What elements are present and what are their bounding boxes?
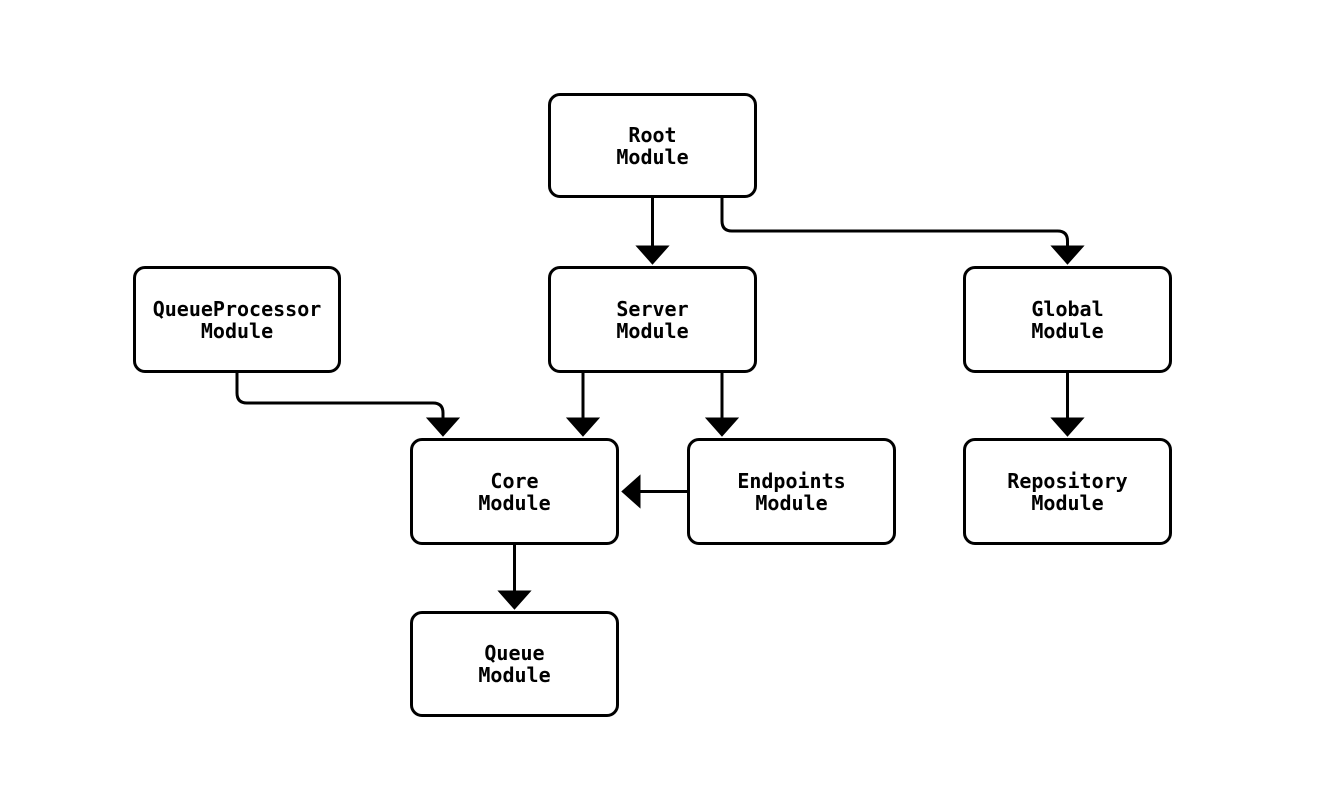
edge-global-to-repository xyxy=(1050,373,1085,437)
node-server-subtitle: Module xyxy=(616,318,689,343)
node-endpoints-module: Endpoints Module xyxy=(687,438,896,545)
node-endpoints-title: Endpoints xyxy=(737,468,846,493)
node-root-title: Root xyxy=(628,122,677,147)
edge-root-to-global xyxy=(720,198,1085,265)
node-queueprocessor-title: QueueProcessor xyxy=(152,296,322,321)
node-core-subtitle: Module xyxy=(478,490,551,515)
node-global-subtitle: Module xyxy=(1031,318,1104,343)
node-root-subtitle: Module xyxy=(616,144,689,169)
edge-endpoints-to-core xyxy=(621,474,687,509)
edge-queueprocessor-to-core xyxy=(235,373,461,437)
node-core-module: Core Module xyxy=(410,438,619,545)
node-core-title: Core xyxy=(490,468,539,493)
node-repository-title: Repository xyxy=(1007,468,1128,493)
node-repository-module: Repository Module xyxy=(963,438,1172,545)
node-endpoints-subtitle: Module xyxy=(755,490,828,515)
node-queue-subtitle: Module xyxy=(478,663,551,687)
edge-root-to-server xyxy=(635,198,670,265)
node-server-title: Server xyxy=(616,296,689,321)
node-root-module: Root Module xyxy=(548,93,757,198)
node-queue-title: Queue xyxy=(484,641,545,665)
node-server-module: Server Module xyxy=(548,266,757,373)
edge-server-to-core xyxy=(565,373,601,437)
node-queueprocessor-subtitle: Module xyxy=(200,318,274,343)
node-repository-subtitle: Module xyxy=(1031,490,1104,515)
node-queue-module: Queue Module xyxy=(410,611,619,717)
edge-server-to-endpoints xyxy=(704,373,740,437)
edge-core-to-queue xyxy=(497,545,532,610)
node-global-module: Global Module xyxy=(963,266,1172,373)
node-queueprocessor-module: QueueProcessor Module xyxy=(133,266,341,373)
node-global-title: Global xyxy=(1031,296,1104,321)
